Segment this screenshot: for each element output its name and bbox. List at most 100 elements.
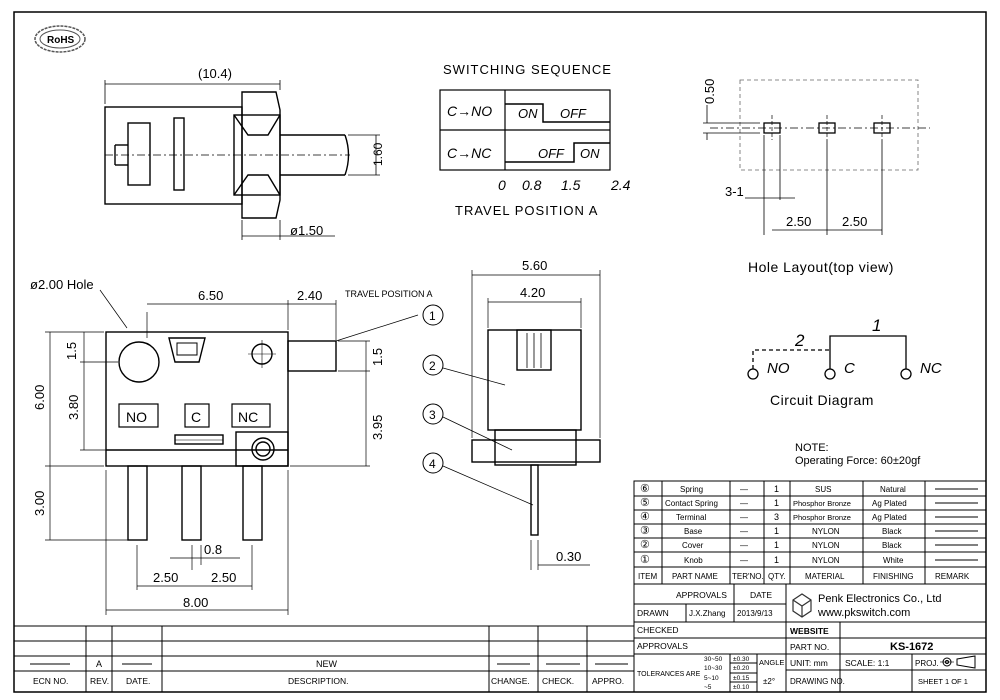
tb-tolerances: TOLERANCES ARE bbox=[637, 671, 701, 678]
hole-dim-250b: 2.50 bbox=[842, 214, 867, 229]
remark-lines bbox=[935, 488, 978, 561]
revision-table bbox=[14, 625, 634, 692]
bom-table bbox=[633, 480, 987, 585]
bom-r0-ter: — bbox=[740, 485, 748, 494]
company-url: www.pkswitch.com bbox=[817, 607, 910, 619]
travel-val-0: 0 bbox=[498, 177, 506, 193]
bom-h-remark: REMARK bbox=[935, 572, 970, 581]
tb-approvals: APPROVALS bbox=[676, 590, 727, 600]
hole-layout bbox=[703, 79, 930, 235]
bom-h-qty: QTY. bbox=[768, 572, 786, 581]
seq-row2-off: OFF bbox=[538, 146, 565, 161]
rev-h-appro: APPRO. bbox=[592, 676, 624, 686]
tol-range-0: 30~50 bbox=[704, 656, 723, 663]
title-block bbox=[633, 583, 987, 693]
bom-r4-no: ② bbox=[640, 539, 650, 551]
circuit-c: C bbox=[844, 360, 855, 377]
rev-new: NEW bbox=[316, 659, 338, 669]
dim-420: 4.20 bbox=[520, 285, 545, 300]
bom-r3-name: Base bbox=[684, 527, 703, 536]
company-name: Penk Electronics Co., Ltd bbox=[818, 593, 942, 605]
travel-position-label: TRAVEL POSITION A bbox=[345, 289, 433, 299]
hole-label: ø2.00 Hole bbox=[30, 277, 94, 292]
side-view bbox=[422, 270, 601, 570]
tb-website: WEBSITE bbox=[790, 626, 829, 636]
tb-sheet: SHEET 1 OF 1 bbox=[918, 677, 968, 686]
tol-range-2: 5~10 bbox=[704, 675, 719, 682]
bom-r2-ter: — bbox=[740, 513, 748, 522]
tol-range-3: ~5 bbox=[704, 684, 712, 691]
bom-r5-qty: 1 bbox=[774, 555, 779, 565]
rev-h-check: CHECK. bbox=[542, 676, 574, 686]
dim-08: 0.8 bbox=[204, 542, 222, 557]
tol-value-2: ±0.15 bbox=[733, 675, 750, 682]
switching-title: SWITCHING SEQUENCE bbox=[443, 62, 612, 77]
dim-395: 3.95 bbox=[370, 415, 385, 440]
seq-row2-on: ON bbox=[580, 146, 600, 161]
tb-angle: ANGLE bbox=[759, 658, 784, 667]
tb-unit: UNIT: mm bbox=[790, 658, 828, 668]
callout-1: 1 bbox=[429, 309, 436, 323]
bom-r2-qty: 3 bbox=[774, 512, 779, 522]
bom-h-material: MATERIAL bbox=[805, 572, 845, 581]
bom-r5-ter: — bbox=[740, 556, 748, 565]
hole-dim-31: 3-1 bbox=[725, 184, 744, 199]
bom-r0-no: ⑥ bbox=[640, 483, 650, 495]
callout-4: 4 bbox=[429, 457, 436, 471]
rohs-logo-icon: RoHS bbox=[34, 25, 86, 53]
bom-r3-ter: — bbox=[740, 527, 748, 536]
outer-frame bbox=[13, 11, 987, 693]
tb-drawn-by: J.X.Zhang bbox=[689, 609, 725, 618]
pin-label-no: NO bbox=[126, 409, 147, 425]
bom-r2-name: Terminal bbox=[676, 513, 706, 522]
dim-030: 0.30 bbox=[556, 549, 581, 564]
tb-scale: SCALE: 1:1 bbox=[845, 658, 890, 668]
hole-layout-title: Hole Layout(top view) bbox=[748, 259, 894, 275]
rohs-text: RoHS bbox=[47, 35, 75, 46]
travel-val-1: 0.8 bbox=[522, 177, 542, 193]
dim-250-left: 2.50 bbox=[153, 570, 178, 585]
dim-diameter: ø1.50 bbox=[290, 223, 323, 238]
circuit-nc: NC bbox=[920, 360, 942, 377]
tb-checked: CHECKED bbox=[637, 625, 679, 635]
seq-row2-label: C→NC bbox=[447, 145, 492, 161]
bom-r1-no: ⑤ bbox=[640, 497, 650, 509]
tb-proj: PROJ. bbox=[915, 659, 939, 668]
bom-h-finishing: FINISHING bbox=[873, 572, 913, 581]
rev-h-rev: REV. bbox=[90, 676, 109, 686]
tol-value-1: ±0.20 bbox=[733, 665, 750, 672]
dim-15-left: 1.5 bbox=[64, 342, 79, 360]
bom-r0-mat: SUS bbox=[815, 485, 831, 494]
tb-angle-val: ±2° bbox=[763, 677, 775, 686]
bom-r0-fin: Natural bbox=[880, 485, 906, 494]
rev-h-date: DATE. bbox=[126, 676, 150, 686]
tol-range-1: 10~30 bbox=[704, 665, 723, 672]
dim-width: (10.4) bbox=[198, 66, 232, 81]
circuit-diagram bbox=[747, 335, 912, 380]
switching-table bbox=[439, 89, 611, 171]
travel-val-3: 2.4 bbox=[610, 177, 631, 193]
circuit-no: NO bbox=[767, 360, 790, 377]
dim-15-right: 1.5 bbox=[370, 348, 385, 366]
travel-val-2: 1.5 bbox=[561, 177, 581, 193]
dim-380: 3.80 bbox=[66, 395, 81, 420]
rev-letter: A bbox=[96, 659, 102, 669]
seq-row1-off: OFF bbox=[560, 106, 587, 121]
projection-symbol-icon bbox=[940, 655, 976, 669]
seq-row1-on: ON bbox=[518, 106, 538, 121]
dim-300: 3.00 bbox=[32, 491, 47, 516]
bom-r3-fin: Black bbox=[882, 527, 903, 536]
dim-250-right: 2.50 bbox=[211, 570, 236, 585]
tb-drawing-no: DRAWING NO. bbox=[790, 677, 845, 686]
bom-h-item: ITEM bbox=[638, 572, 657, 581]
bom-r5-name: Knob bbox=[684, 556, 703, 565]
bom-r1-ter: — bbox=[740, 499, 748, 508]
pin-label-c: C bbox=[191, 409, 201, 425]
tol-value-0: ±0.30 bbox=[733, 656, 750, 663]
tb-part-value: KS-1672 bbox=[890, 641, 933, 653]
bom-r2-no: ④ bbox=[640, 511, 650, 523]
hole-dim-050: 0.50 bbox=[702, 79, 717, 104]
bom-rows: ⑥ Spring — 1 SUS Natural ⑤ Contact Sprin… bbox=[638, 483, 970, 581]
